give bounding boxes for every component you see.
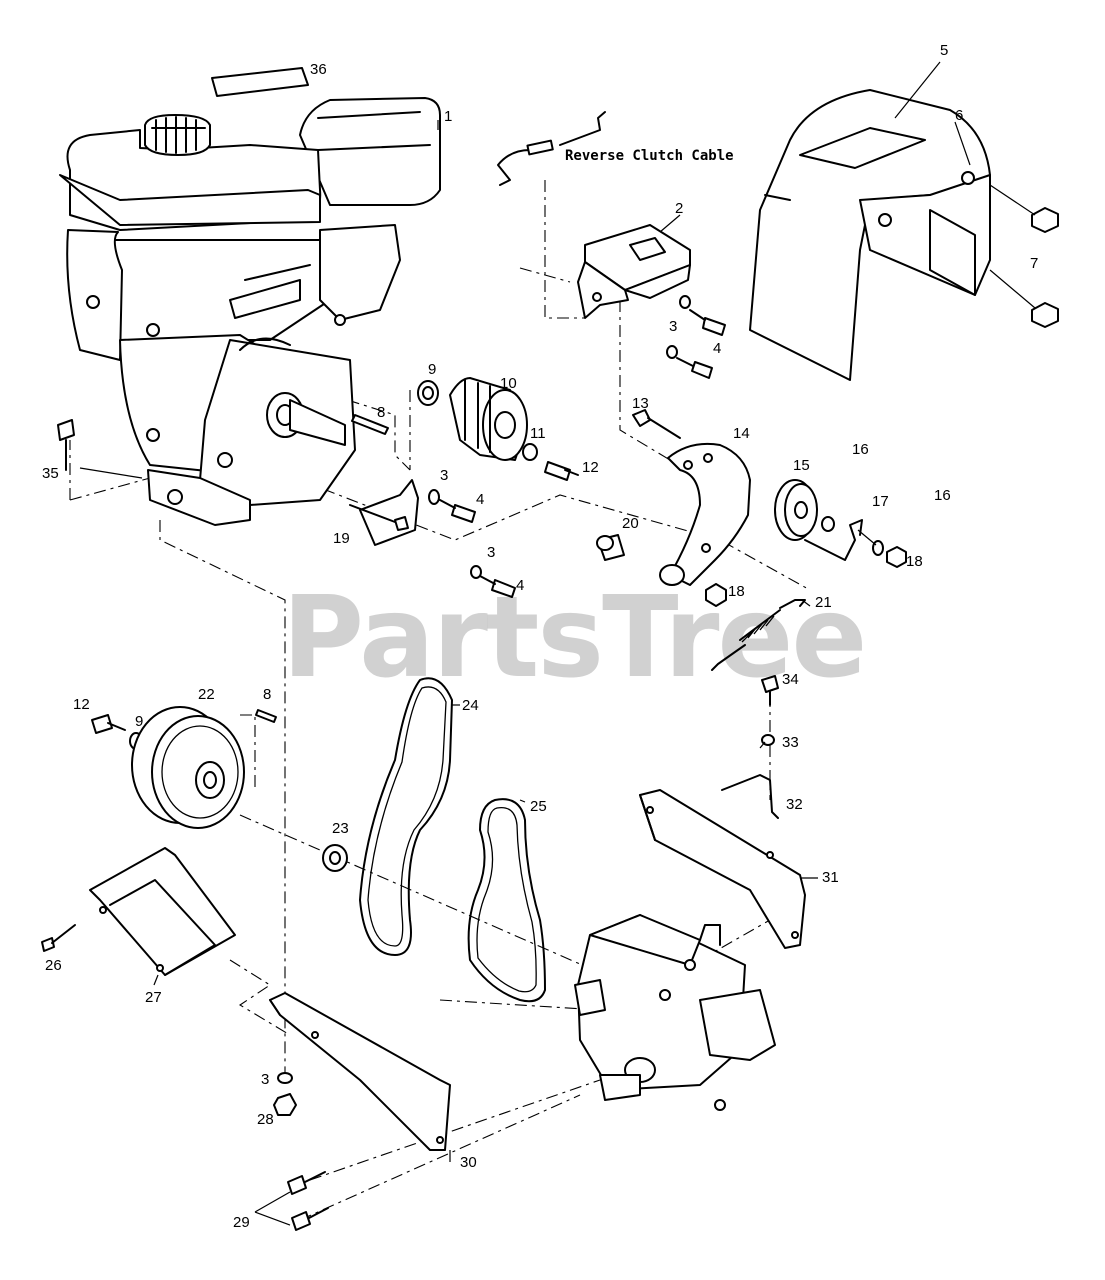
label-25: 25 [530,798,547,815]
label-35: 35 [42,465,59,482]
part-3-4-washer-bolt-low [470,565,516,598]
part-1-engine [59,97,441,526]
part-8-key-upper [351,414,389,435]
label-4-low: 4 [516,577,524,594]
part-31-mount-bracket [639,789,806,949]
label-23: 23 [332,820,349,837]
label-30: 30 [460,1154,477,1171]
label-3-bottom: 3 [261,1071,269,1088]
part-9-washer-upper [417,380,439,406]
part-23-washer [322,844,348,872]
label-32: 32 [786,796,803,813]
label-10: 10 [500,375,517,392]
part-14-idler-arm [659,442,751,586]
label-18-lower: 18 [728,583,745,600]
label-27: 27 [145,989,162,1006]
label-16-upper: 16 [852,441,869,458]
part-35-pin [57,419,75,471]
label-reverse-clutch-cable: Reverse Clutch Cable [565,148,734,164]
label-13: 13 [632,395,649,412]
part-13-bolt [632,409,681,439]
label-4-upper: 4 [713,340,721,357]
part-11-washer [522,443,538,461]
part-7-nuts [989,184,1059,328]
label-2: 2 [675,200,683,217]
label-29: 29 [233,1214,250,1231]
label-34: 34 [782,671,799,688]
part-2-bracket [577,224,691,319]
part-22-transmission-pulley [131,706,245,829]
label-33: 33 [782,734,799,751]
label-3-low: 3 [487,544,495,561]
part-30-mount-plate [269,992,451,1151]
label-17: 17 [872,493,889,510]
label-20: 20 [622,515,639,532]
part-12-bolt-lower [91,714,126,734]
part-3-4-washer-bolt-mid [428,489,476,523]
part-36-decal [211,67,309,97]
part-26-screw [41,924,76,952]
part-34-bolt [761,675,779,706]
label-31: 31 [822,869,839,886]
part-21-spring [711,599,806,671]
label-28: 28 [257,1111,274,1128]
label-12-lower: 12 [73,696,90,713]
part-8-key-lower [255,709,277,723]
label-12-upper: 12 [582,459,599,476]
part-24-drive-belt [359,677,453,956]
label-8-upper: 8 [377,404,385,421]
part-transmission [574,914,776,1111]
label-19: 19 [333,530,350,547]
part-18-nut-lower [705,583,727,607]
part-32-rod [721,774,779,819]
part-19-pivot-bracket [349,479,419,546]
part-3-4-washer-bolt-upper [679,295,726,336]
label-3-upper: 3 [669,318,677,335]
part-25-reverse-belt [467,798,546,1003]
part-4-bolt-upper [666,345,713,379]
label-22: 22 [198,686,215,703]
label-14: 14 [733,425,750,442]
part-18-nut-right [886,546,907,568]
part-15-idler-pulley [774,479,818,541]
label-3-mid: 3 [440,467,448,484]
label-26: 26 [45,957,62,974]
label-18-right: 18 [906,553,923,570]
label-9-upper: 9 [428,361,436,378]
label-16-lower: 16 [934,487,951,504]
label-24: 24 [462,697,479,714]
label-4-mid: 4 [476,491,484,508]
label-7: 7 [1030,255,1038,272]
callout-labels: Reverse Clutch Cable 36 1 5 6 2 7 3 4 9 … [42,42,1038,1231]
label-15: 15 [793,457,810,474]
part-reverse-clutch-cable [497,111,606,186]
part-16-washer-a [821,516,835,532]
part-29-bolts [254,1171,329,1231]
label-1: 1 [444,108,452,125]
part-12-bolt-upper [544,461,579,481]
label-11: 11 [530,425,546,442]
label-8-lower: 8 [263,686,271,703]
part-10-engine-pulley [449,377,528,461]
part-28-nut [273,1093,297,1116]
label-36: 36 [310,61,327,78]
part-20-spacer [596,534,625,561]
part-3-washer-lower [277,1072,293,1084]
label-9-lower: 9 [135,713,143,730]
part-6-belt-cover [749,89,991,381]
label-6: 6 [955,107,963,124]
leader-lines [79,61,971,1162]
part-27-shield [89,847,236,976]
part-17-clip [804,519,863,561]
label-5: 5 [940,42,948,59]
label-21: 21 [815,594,832,611]
